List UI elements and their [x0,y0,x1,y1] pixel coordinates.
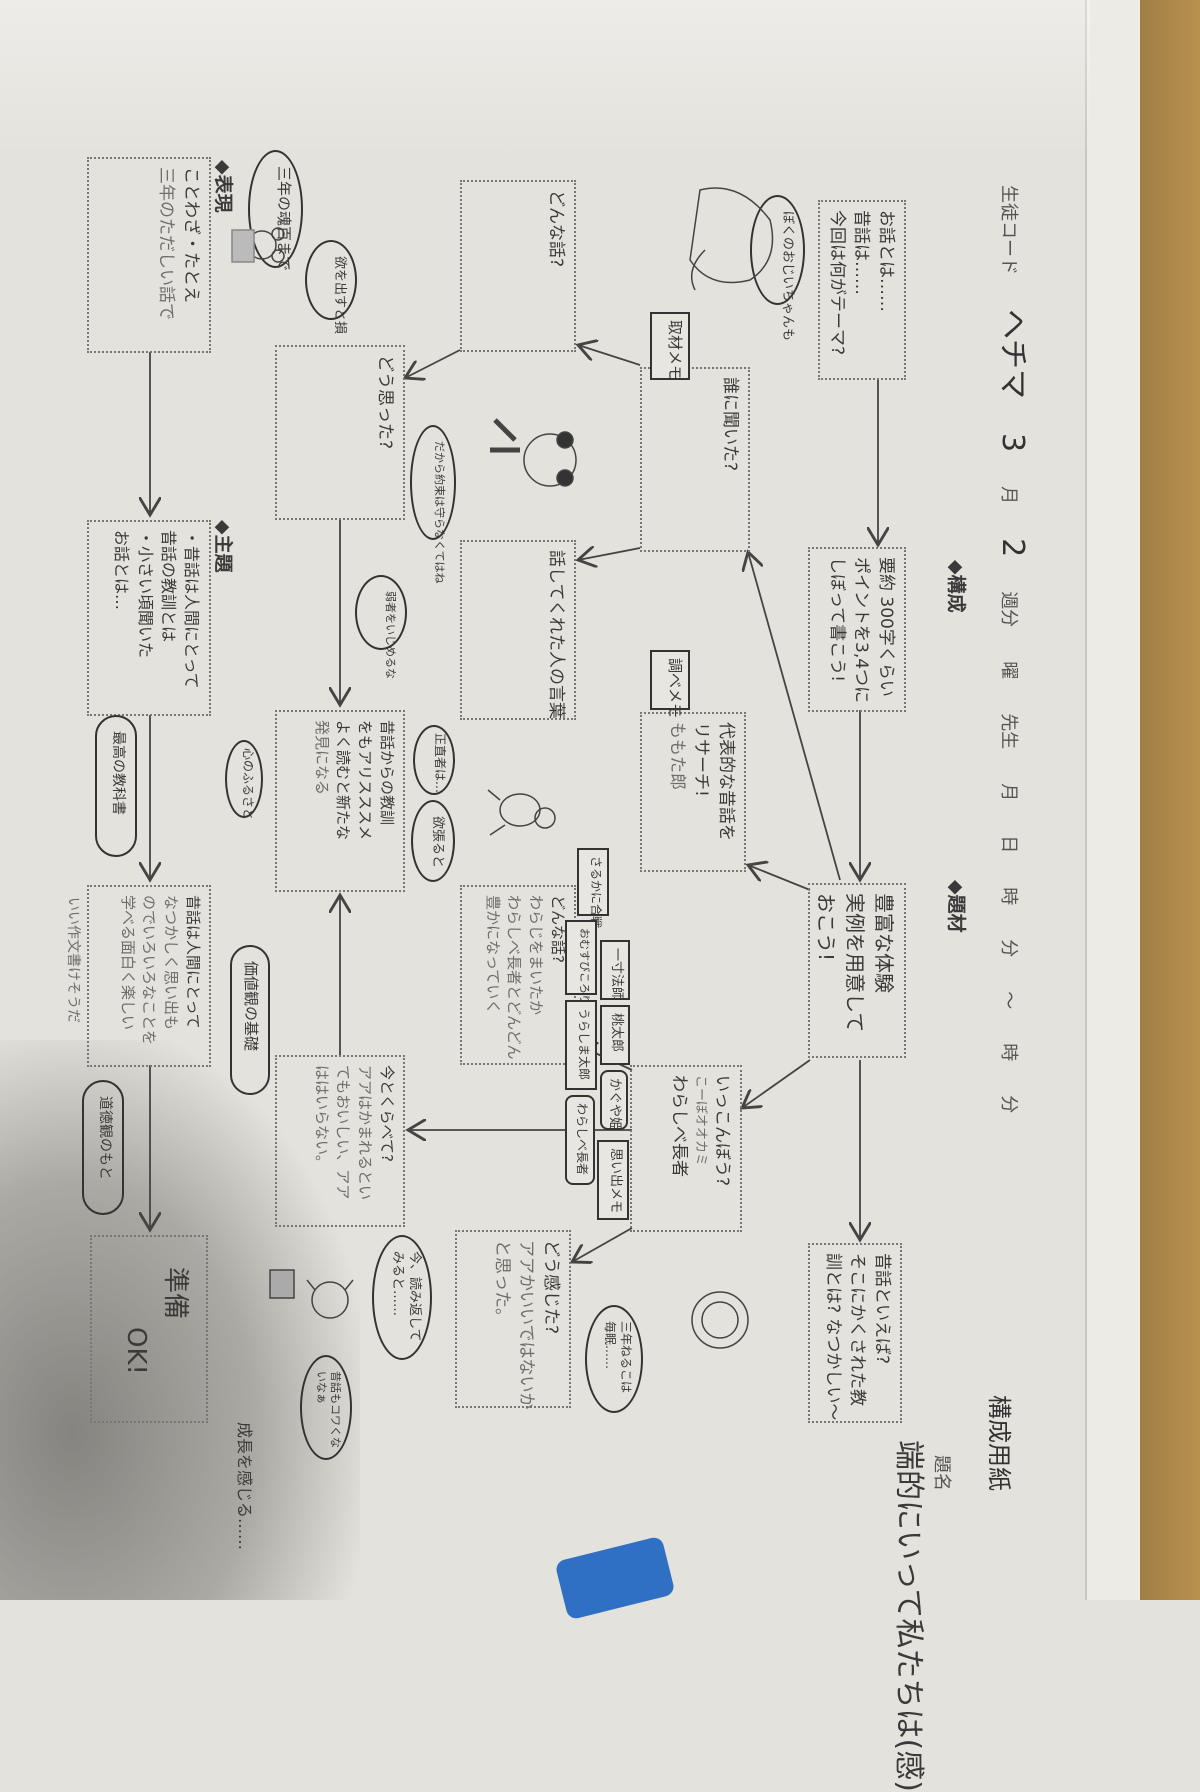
underlying-sheet [1085,0,1145,1600]
mouse-drawing-icon [231,227,285,263]
speech-bubble: 欲張ると [411,800,455,882]
hand-shadow [0,1040,360,1600]
arrow [572,1227,633,1262]
arrow [578,345,641,366]
speech-bubble: 今、読み返してみると…… [372,1235,432,1360]
speech-bubble: 昔話もコワくないなぁ [300,1355,352,1460]
bird-drawing-icon [487,789,556,836]
tag-story: わらしべ長者 [565,1095,595,1185]
doodles [231,187,774,1349]
arrows [0,0,1200,1600]
tag-shuzai-memo: 取材メモ [650,312,690,380]
box-douomotta: どう思った? [275,345,405,520]
arrow [742,1059,811,1108]
arrow [748,865,811,891]
speech-bubble: 最高の教科書 [95,715,137,857]
speech-bubble: 三年ねるこは毎眠…… [585,1305,643,1413]
arrow [748,552,841,881]
tag-story: 桃太郎 [600,1005,630,1065]
speech-bubble: だから約束は守らなくてはね [410,425,456,583]
box-daizai: 豊富な体験実例を用意しておこう! [808,883,906,1058]
box-hyougen: ことわざ・たとえ三年のただしい話で [87,157,211,353]
speech-bubble: ぼくのおじいちゃんも [750,195,805,341]
box-doukanjita: どう感じた?アアかいいではないかと思った。 [455,1230,571,1410]
cat-reading-drawing-icon [269,1269,354,1319]
panda-drawing-icon [490,418,577,487]
box-mukashi: 昔話といえば?そこにかくされた教訓とは? なつかしい〜 [808,1243,902,1423]
tag-story: 一寸法師 [600,940,630,1000]
box-research: 代表的な昔話をリサーチ!ももた郎 [640,712,746,872]
tag-story: うらしま太郎 [565,1000,597,1090]
tag-story: かぐや姫 [600,1070,628,1130]
speech-bubble: 正直者は… [413,725,455,795]
arrow [578,548,641,560]
box-kousei: 要約 300字くらいポイントを3,4つにしぼって書こう! [808,547,906,712]
box-kyoukun: 昔話からの教訓をもアリスススメよく読むと新たな発見になる [275,710,405,892]
speech-bubble: 価値観の基礎 [230,945,270,1095]
speech-bubble: 欲を出すと損 [305,240,357,334]
speech-bubble: 弱者をいじめるな [355,575,407,679]
tag-story: おむすびころりん [565,920,597,1016]
box-dare: 誰に聞いた? [640,367,750,552]
tag-omoide-memo: 思い出メモ [597,1140,629,1220]
box-intro: お話とは……昔話は……今回は何がテーマ? [818,200,906,380]
speech-bubble: 道徳観のもと [82,1080,124,1215]
box-donna1: どんな話? [460,180,576,352]
lion-drawing-icon [691,1291,749,1349]
tag-story: さるかに合戦 [577,848,609,928]
paper-top-shade [0,0,1090,160]
box-shudai: ・昔話は人間にとって昔話の教訓とは・小さい頃聞いたお話とは… [87,520,211,716]
speech-bubble: 三年の魂百まで [248,150,303,271]
box-ima: 今とくらべて?アアはかまれるといてもおいしい、アアははいらない。 [275,1055,405,1227]
wooden-table [1140,0,1200,1600]
speech-bubble: 心のふるさと [225,740,263,820]
tag-shirabe-memo: 調べメモ [650,650,690,718]
arrow [405,349,461,378]
box-matome: 昔話は人間にとってなつかしく思い出ものでいろいろなことを学べる面白く楽しい [87,885,211,1067]
box-ikkon: いっこんぼう?こーぼオオカミわらしべ長者 [630,1065,742,1232]
rabbit-drawing-icon [689,187,774,291]
box-kotoba: 話してくれた人の言葉 [460,540,576,720]
